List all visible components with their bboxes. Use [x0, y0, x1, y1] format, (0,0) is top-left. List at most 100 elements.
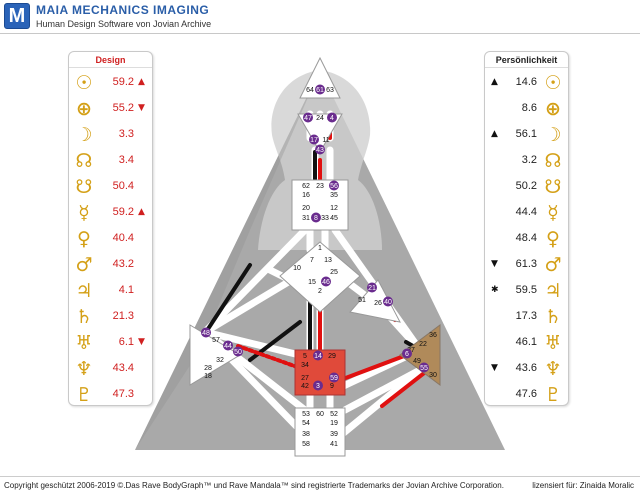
gate-5-label: 5	[303, 353, 307, 360]
app-title: MAIA MECHANICS IMAGING	[36, 3, 210, 17]
head-center	[299, 56, 341, 99]
gate-46-label: 46	[322, 279, 330, 286]
app-logo: M	[4, 3, 30, 29]
gate-line-value: 59.2	[112, 76, 134, 88]
planet-row: ☊3.4	[69, 148, 154, 174]
mars-icon: ♂	[544, 254, 562, 276]
gate-line-value: 3.4	[118, 154, 134, 166]
gate-16-label: 16	[302, 192, 310, 199]
gate-25-label: 25	[330, 269, 338, 276]
design-panel: Design ☉59.2▲⊕55.2▼☽3.3☊3.4☋50.4☿59.2▲♀4…	[68, 51, 153, 406]
personality-panel-title: Persönlichkeit	[485, 52, 568, 68]
gate-line-value: 3.3	[118, 128, 134, 140]
gate-4-badge	[327, 112, 337, 123]
gate-14-label: 14	[314, 353, 322, 360]
header-divider	[0, 33, 640, 34]
gate-7-label: 7	[310, 257, 314, 264]
gate-39-label: 39	[330, 431, 338, 438]
title-bar: M MAIA MECHANICS IMAGING Human Design So…	[0, 0, 640, 34]
gate-line-value: 8.6	[521, 102, 537, 114]
gate-61-label: 61	[316, 87, 324, 94]
venus-icon: ♀	[546, 228, 560, 250]
gate-line-value: 14.6	[515, 76, 537, 88]
gate-8-badge	[311, 212, 321, 223]
planet-row: ♆43.6▼	[485, 356, 570, 382]
gate-line-value: 21.3	[112, 310, 134, 322]
planet-row: ♃59.5✱	[485, 278, 570, 304]
gate-43-badge	[315, 144, 325, 155]
gate-10-label: 10	[293, 265, 301, 272]
gate-24-label: 24	[316, 115, 324, 122]
saturn-icon: ♄	[75, 306, 93, 328]
gate-13-label: 13	[324, 257, 332, 264]
planet-row: ☋50.4	[69, 174, 154, 200]
root-center	[294, 407, 346, 457]
gate-56-badge	[329, 180, 339, 191]
pluto-icon: ♇	[75, 384, 93, 406]
gate-27-label: 27	[301, 375, 309, 382]
gate-42-label: 42	[301, 383, 309, 390]
gate-40-label: 40	[384, 299, 392, 306]
planet-row: ☋50.2	[485, 174, 570, 200]
planet-row: ♇47.6	[485, 382, 570, 408]
gate-47-label: 47	[304, 115, 312, 122]
gate-line-value: 59.5	[515, 284, 537, 296]
fixing-mark: ▼	[138, 337, 145, 347]
fixing-mark: ▲	[491, 77, 498, 87]
gate-line-value: 47.3	[112, 388, 134, 400]
gate-3-badge	[313, 380, 323, 391]
gate-63-label: 63	[326, 87, 334, 94]
gate-line-value: 56.1	[515, 128, 537, 140]
ajna-center	[297, 113, 343, 153]
gate-line-value: 55.2	[112, 102, 134, 114]
gate-line-value: 40.4	[112, 232, 134, 244]
gate-line-value: 44.4	[515, 206, 537, 218]
gate-62-label: 62	[302, 183, 310, 190]
gate-54-label: 54	[302, 420, 310, 427]
gate-17-badge	[309, 134, 319, 145]
gate-51-label: 51	[358, 297, 366, 304]
gate-58-label: 58	[302, 441, 310, 448]
gate-line-value: 6.1	[118, 336, 134, 348]
neptune-icon: ♆	[75, 358, 93, 380]
fixing-mark: ✱	[491, 285, 499, 295]
footer-divider	[0, 476, 640, 477]
gate-line-value: 59.2	[112, 206, 134, 218]
fixing-mark: ▲	[491, 129, 498, 139]
gate-44-badge	[223, 340, 233, 351]
gate-36-label: 36	[429, 332, 437, 339]
spleen-center	[189, 324, 241, 386]
mercury-icon: ☿	[78, 202, 90, 224]
north-node-icon: ☊	[544, 150, 562, 172]
gate-14-badge	[313, 350, 323, 361]
planet-row: ♇ 47.3	[69, 382, 154, 408]
planet-row: ☉ 14.6 ▲	[485, 70, 570, 96]
gate-1-label: 1	[318, 245, 322, 252]
planet-row: ♄17.3	[485, 304, 570, 330]
aura-shadow	[135, 70, 320, 450]
planet-row: ♀48.4	[485, 226, 570, 252]
fixing-mark: ▼	[491, 363, 498, 373]
fixing-mark: ▲	[138, 77, 145, 87]
uranus-icon: ♅	[75, 332, 93, 354]
gate-3-label: 3	[316, 383, 320, 390]
gate-47-badge	[303, 112, 313, 123]
gate-35-label: 35	[330, 192, 338, 199]
planet-row: ♆ 43.4	[69, 356, 154, 382]
design-panel-title: Design	[69, 52, 152, 68]
planet-row: ♂43.2	[69, 252, 154, 278]
gate-6-badge	[402, 348, 412, 359]
pluto-icon: ♇	[544, 384, 562, 406]
gate-line-value: 43.4	[112, 362, 134, 374]
uranus-icon: ♅	[544, 332, 562, 354]
gate-48-badge	[201, 327, 211, 338]
gate-55-badge	[419, 362, 429, 373]
gate-59-badge	[329, 372, 339, 383]
gate-48-label: 48	[202, 330, 210, 337]
planet-row: ♂61.3▼	[485, 252, 570, 278]
sun-icon: ☉	[544, 72, 562, 94]
fixing-mark: ▼	[491, 259, 498, 269]
throat-center	[291, 179, 349, 231]
planet-row: ☽3.3	[69, 122, 154, 148]
